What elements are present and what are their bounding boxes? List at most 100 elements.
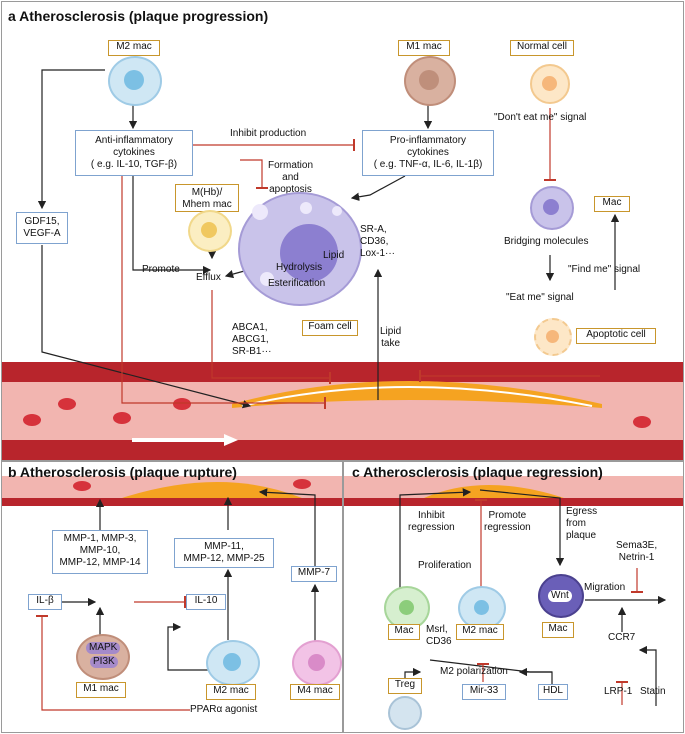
hdl-box: HDL xyxy=(538,684,568,700)
msrl-line2: CD36 xyxy=(426,636,452,647)
mac-label-a: Mac xyxy=(594,196,630,212)
formation-line3: apoptosis xyxy=(269,184,312,195)
ppar-agonist-label: PPARα agonist xyxy=(190,704,258,715)
hydrolysis-label: Hydrolysis xyxy=(276,262,323,273)
panel-b-title: b Atherosclerosis (plaque rupture) xyxy=(8,464,237,480)
mmp-b-line1: MMP-11, xyxy=(204,541,244,552)
dont-eat-me-signal: "Don't eat me" signal xyxy=(494,112,587,123)
abca-line2: ABCG1, xyxy=(232,334,269,345)
gdf15-line2: VEGF-A xyxy=(23,228,61,239)
msrl-line1: Msrl, xyxy=(426,624,448,635)
abca-line3: SR-B1··· xyxy=(232,346,272,357)
mac-c2-label: Mac xyxy=(542,622,574,638)
lipid-label: Lipid xyxy=(323,250,345,261)
vessel-panel-a xyxy=(2,362,683,460)
panel-c-frame xyxy=(343,461,684,733)
m1-mac-b-label: M1 mac xyxy=(76,682,126,698)
m2-mac-c-label: M2 mac xyxy=(456,624,504,640)
promote-label: Promote xyxy=(142,264,180,275)
esterification-label: Esterification xyxy=(268,278,326,289)
il-beta-box: IL-β xyxy=(28,594,62,610)
mhb-line1: M(Hb)/ xyxy=(191,187,223,198)
abca-label: ABCA1, ABCG1, SR-B1··· xyxy=(232,322,271,358)
lrp1-label: LRP-1 xyxy=(604,686,633,697)
pro-inflammatory-line3: ( e.g. TNF-α, IL-6, IL-1β) xyxy=(373,159,483,170)
lipid-take-line1: Lipid xyxy=(380,326,402,337)
egress-label: Egress from plaque xyxy=(566,506,597,542)
formation-line1: Formation xyxy=(268,160,314,171)
panel-a-frame xyxy=(1,1,684,461)
m1-mac-label: M1 mac xyxy=(398,40,450,56)
m2-mac-b-label: M2 mac xyxy=(206,684,256,700)
foam-cell-label: Foam cell xyxy=(302,320,358,336)
pro-inflammatory-line1: Pro-inflammatory xyxy=(389,135,467,146)
proliferation-label: Proliferation xyxy=(418,560,472,571)
abca-line1: ABCA1, xyxy=(232,322,268,333)
promote-regression-line1: Promote xyxy=(488,510,527,521)
normal-cell-icon xyxy=(530,64,570,104)
mmp-b-line2: MMP-12, MMP-25 xyxy=(183,553,265,564)
apoptotic-cell-icon xyxy=(534,318,572,356)
egress-line2: from xyxy=(566,518,586,529)
anti-inflammatory-line2: cytokines xyxy=(113,147,155,158)
anti-inflammatory-line3: ( e.g. IL-10, TGF-β) xyxy=(90,159,178,170)
migration-label: Migration xyxy=(584,582,626,593)
m4-mac-label: M4 mac xyxy=(290,684,340,700)
wnt-label: Wnt xyxy=(548,590,572,602)
sema-line1: Sema3E, xyxy=(616,540,658,551)
panel-a-title: a Atherosclerosis (plaque progression) xyxy=(8,8,269,24)
inhibit-regression-label: Inhibit regression xyxy=(408,510,455,534)
gdf15-line1: GDF15, xyxy=(24,216,60,227)
normal-cell-label: Normal cell xyxy=(510,40,574,56)
msrl-cd36-label: Msrl, CD36 xyxy=(426,624,452,648)
mmp7-box: MMP-7 xyxy=(291,566,337,582)
inhibit-regression-line1: Inhibit xyxy=(418,510,445,521)
treg-label: Treg xyxy=(388,678,422,694)
egress-line1: Egress xyxy=(566,506,598,517)
m2-mac-label: M2 mac xyxy=(108,40,160,56)
bridging-macrophage-icon xyxy=(530,186,574,230)
apoptotic-cell-label: Apoptotic cell xyxy=(576,328,656,344)
pro-inflammatory-line2: cytokines xyxy=(407,147,449,158)
mac-c1-label: Mac xyxy=(388,624,420,640)
m4-macrophage-icon xyxy=(292,640,342,686)
egress-line3: plaque xyxy=(566,530,597,541)
m1-macrophage-icon xyxy=(404,56,456,106)
vessel-panel-b xyxy=(2,476,342,506)
mapk-label: MAPK xyxy=(86,642,121,654)
anti-inflammatory-line1: Anti-inflammatory xyxy=(95,135,173,146)
efflux-label: Efflux xyxy=(196,272,221,283)
eat-me-signal-label: "Eat me" signal xyxy=(506,292,574,303)
mir33-box: Mir-33 xyxy=(462,684,506,700)
receptors-line1: SR-A, xyxy=(360,224,387,235)
formation-apoptosis-label: Formation and apoptosis xyxy=(268,160,313,196)
pi3k-label: PI3K xyxy=(90,656,118,668)
il10-box: IL-10 xyxy=(186,594,226,610)
mhb-mhem-mac-label: M(Hb)/ Mhem mac xyxy=(175,184,239,212)
lipid-take-label: Lipid take xyxy=(380,326,401,350)
receptors-label: SR-A, CD36, Lox-1··· xyxy=(360,224,395,260)
sema-line2: Netrin-1 xyxy=(618,552,655,563)
mhb-line2: Mhem mac xyxy=(182,199,232,210)
statin-label: Statin xyxy=(640,686,666,697)
mmp-group-2-box: MMP-11, MMP-12, MMP-25 xyxy=(174,538,274,568)
m2-macrophage-c-icon xyxy=(458,586,506,630)
ccr7-label: CCR7 xyxy=(608,632,636,643)
m2-polarization-label: M2 polarization xyxy=(440,666,508,677)
sema-netrin-label: Sema3E, Netrin-1 xyxy=(616,540,657,564)
receptors-line3: Lox-1··· xyxy=(360,248,396,259)
foam-cell-icon xyxy=(238,192,362,306)
promote-regression-label: Promote regression xyxy=(484,510,531,534)
mhb-macrophage-icon xyxy=(188,210,232,252)
mmp-a-line3: MMP-12, MMP-14 xyxy=(59,557,141,568)
inhibit-regression-line2: regression xyxy=(408,522,455,533)
m2-macrophage-icon xyxy=(108,56,162,106)
mmp-a-line1: MMP-1, MMP-3, xyxy=(63,533,137,544)
panel-b-frame xyxy=(1,461,343,733)
pro-inflammatory-cytokines-box: Pro-inflammatory cytokines ( e.g. TNF-α,… xyxy=(362,130,494,176)
formation-line2: and xyxy=(282,172,299,183)
m2-macrophage-b-icon xyxy=(206,640,260,686)
gdf15-vegfa-box: GDF15, VEGF-A xyxy=(16,212,68,244)
bridging-molecules-label: Bridging molecules xyxy=(504,236,589,247)
